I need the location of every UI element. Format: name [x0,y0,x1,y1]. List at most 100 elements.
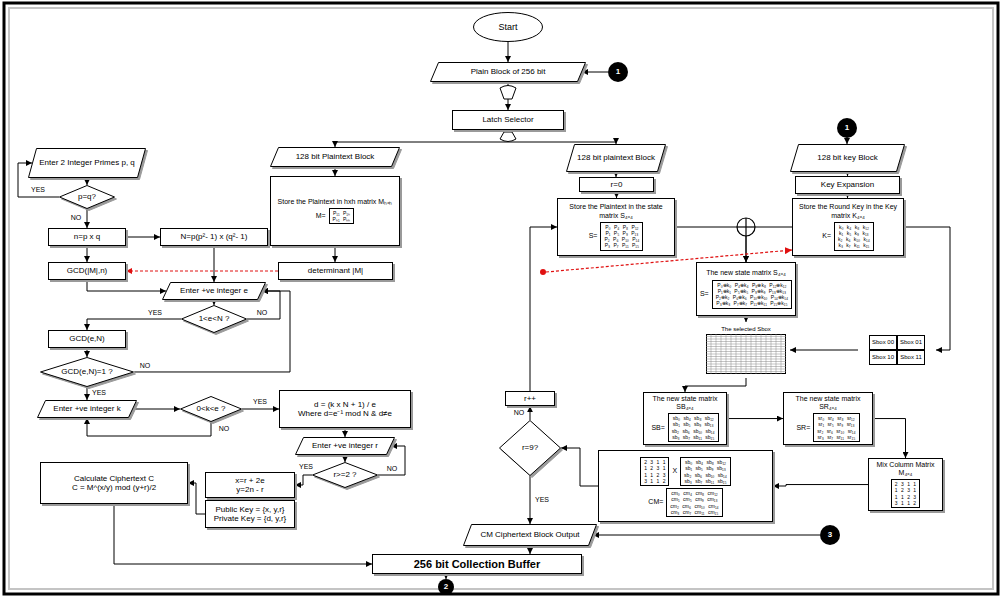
flow-arrow [114,504,372,564]
node-text: P₃ P₇ P₁₁ P₁₅ [604,242,639,248]
flow-arrow [86,387,87,400]
node-text: P₀⊕k₀ P₄⊕k₄ P₈⊕k₈ P₁₂⊕k₁₂ [716,282,788,288]
matrix-bracket: sr₀ sr₄ sr₈ sr₁₂sr₁ sr₅ sr₉ sr₁₃sr₂ sr₆ … [813,413,859,442]
node-text: 2 3 1 1 [895,481,916,487]
node-text: sr₃ sr₇ sr₁₁ sr₁₅ [817,434,855,440]
matrix-row: SB= sb₀ sb₄ sb₈ sb₁₂sb₁ sb₅ sb₉ sb₁₃sb₂ s… [651,413,718,442]
flow-arrow [508,42,509,62]
process-box: The new state matrix S₄ₓ₄S=P₀⊕k₀ P₄⊕k₄ P… [696,262,796,316]
matrix-row: 2 3 1 11 2 3 11 1 2 33 1 1 2 [891,479,920,508]
edge-label: YES [534,496,550,504]
flow-arrow [214,300,215,305]
edge-label: NO [256,309,269,317]
node-text: 1 1 2 3 [644,472,665,478]
io-parallelogram: 128 bit key Block [790,144,905,172]
edge-label: NO [70,214,83,222]
flow-arrow [87,418,211,436]
node-text: Enter +ve integer e [180,286,248,295]
node-text: Store the Plaintext in the state matrix … [562,203,670,219]
node-text: GCD(e,N) [69,334,105,343]
edge-label: YES [30,186,46,194]
node-text: sr₁ sr₅ sr₉ sr₁₃ [817,421,855,427]
node-text: 0<k<e ? [197,404,226,413]
node-text: 1 1 2 3 [895,494,916,500]
sbox-selector-grid: Sbox 00Sbox 01Sbox 10Sbox 11 [869,335,925,365]
node-text: 128 bit plaintext Block [577,153,655,162]
node-text: Latch Selector [482,115,533,124]
node-text: P₁⊕k₁ P₅⊕k₅ P₉⊕k₉ P₁₃⊕k₁₃ [716,288,788,294]
flow-arrow [134,291,290,372]
flow-arrow [727,418,783,419]
process-box: determinant |M| [278,262,393,280]
node-text: k₁ k₅ k₉ k₁₃ [838,230,870,236]
node-text: X [672,467,677,475]
edge-label: YES [298,463,314,471]
node-text: Enter +ve integer k [53,404,120,413]
node-text: P₁₁ P₁ₕ [333,210,351,216]
flow-arrow [188,483,205,514]
io-parallelogram: Enter +ve integer e [162,282,266,300]
edge-label: NO [513,409,526,417]
flow-arrow [87,246,88,262]
flow-arrow [530,406,531,420]
node-text: SR= [796,424,810,432]
process-box: GCD(|M|,n) [48,262,126,280]
dashed-red-arrow [126,271,278,272]
node-text: Enter +ve integer r [312,441,378,450]
node-text: Key Expansion [821,180,874,189]
process-box: Store the Plaintext in hxh matrix MₕₓₕM=… [270,176,400,246]
io-parallelogram: 128 bit Plaintext Block [270,147,400,167]
node-text: sb₃ sb₇ sb₁₁ sb₁₅ [672,434,715,440]
process-box: Store the Round Key in the Key matrix K₄… [792,198,904,256]
outer-border [4,3,998,594]
node-text: P₃⊕k₃ P₇⊕k₇ P₁₁⊕k₁₁ P₁₅⊕k₁₅ [716,300,788,306]
flow-arrow [530,546,531,554]
node-text: cm₀ cm₄ cm₈ cm₁₂ [670,490,718,496]
matrix-bracket: P₀⊕k₀ P₄⊕k₄ P₈⊕k₈ P₁₂⊕k₁₂P₁⊕k₁ P₅⊕k₅ P₉⊕… [712,280,792,309]
node-text: cm₁ cm₅ cm₉ cm₁₃ [670,496,718,502]
flow-arrow [790,350,858,351]
node-text: GCD(e,N)=1 ? [61,367,112,376]
node-text: P₂ P₆ P₁₀ P₁₄ [604,236,639,242]
decision-diamond: 0<k<e ? [180,396,242,422]
io-parallelogram: Enter 2 Integer Primes p, q [28,148,146,178]
node-text: k₃ k₇ k₁₁ k₁₅ [838,242,870,248]
node-text: The new state matrix S₄ₓ₄ [706,269,786,277]
node-text: Where d=e⁻¹ mod N & d≠e [298,409,392,418]
flow-arrow [593,535,820,536]
process-box: GCD(e,N) [48,330,126,348]
decision-diamond: GCD(e,N)=1 ? [40,357,134,387]
node-text: 128 bit Plaintext Block [296,152,375,161]
callout-circle: 1 [608,62,628,82]
callout-number: 3 [828,530,832,539]
node-text: SB= [651,424,664,432]
node-text: P₁ P₅ P₉ P₁₃ [604,230,639,236]
callout-number: 2 [444,582,448,591]
flow-arrow [561,448,598,486]
process-box: The new state matrix SR₄ₓ₄SR=sr₀ sr₄ sr₈… [783,392,873,445]
flow-arrow [582,72,608,73]
node-text: 128 bit key Block [817,153,877,162]
io-parallelogram: Enter +ve integer r [295,437,395,455]
flow-arrow [847,138,848,144]
decision-diamond: r=9? [499,420,561,476]
node-text: Store the Round Key in the Key matrix K₄… [797,203,899,219]
node-text: 2 3 1 1 [644,459,665,465]
process-box: Key Expansion [795,176,900,194]
demux-symbol [500,132,516,142]
flow-arrow [773,485,868,486]
node-text: Sbox 00 [869,335,897,350]
flow-arrow [214,246,215,282]
node-text: 1 2 3 1 [644,465,665,471]
node-text: k₂ k₆ k₁₀ k₁₄ [838,236,870,242]
matrix-bracket: P₁₁ P₁ₕPₕ₁ Pₕₕ [329,208,355,225]
matrix-bracket: P₀ P₄ P₈ P₁₂P₁ P₅ P₉ P₁₃P₂ P₆ P₁₀ P₁₄P₃ … [600,222,643,251]
node-text: S= [700,290,709,298]
matrix-row: S=P₀⊕k₀ P₄⊕k₄ P₈⊕k₈ P₁₂⊕k₁₂P₁⊕k₁ P₅⊕k₅ P… [700,280,792,309]
matrix-bracket: sb₀ sb₄ sb₈ sb₁₂sb₁ sb₅ sb₉ sb₁₃sb₂ sb₆ … [668,413,719,442]
edge-label: YES [252,398,268,406]
node-text: Sbox 11 [897,350,925,365]
node-text: The selected Sbox [721,326,771,333]
